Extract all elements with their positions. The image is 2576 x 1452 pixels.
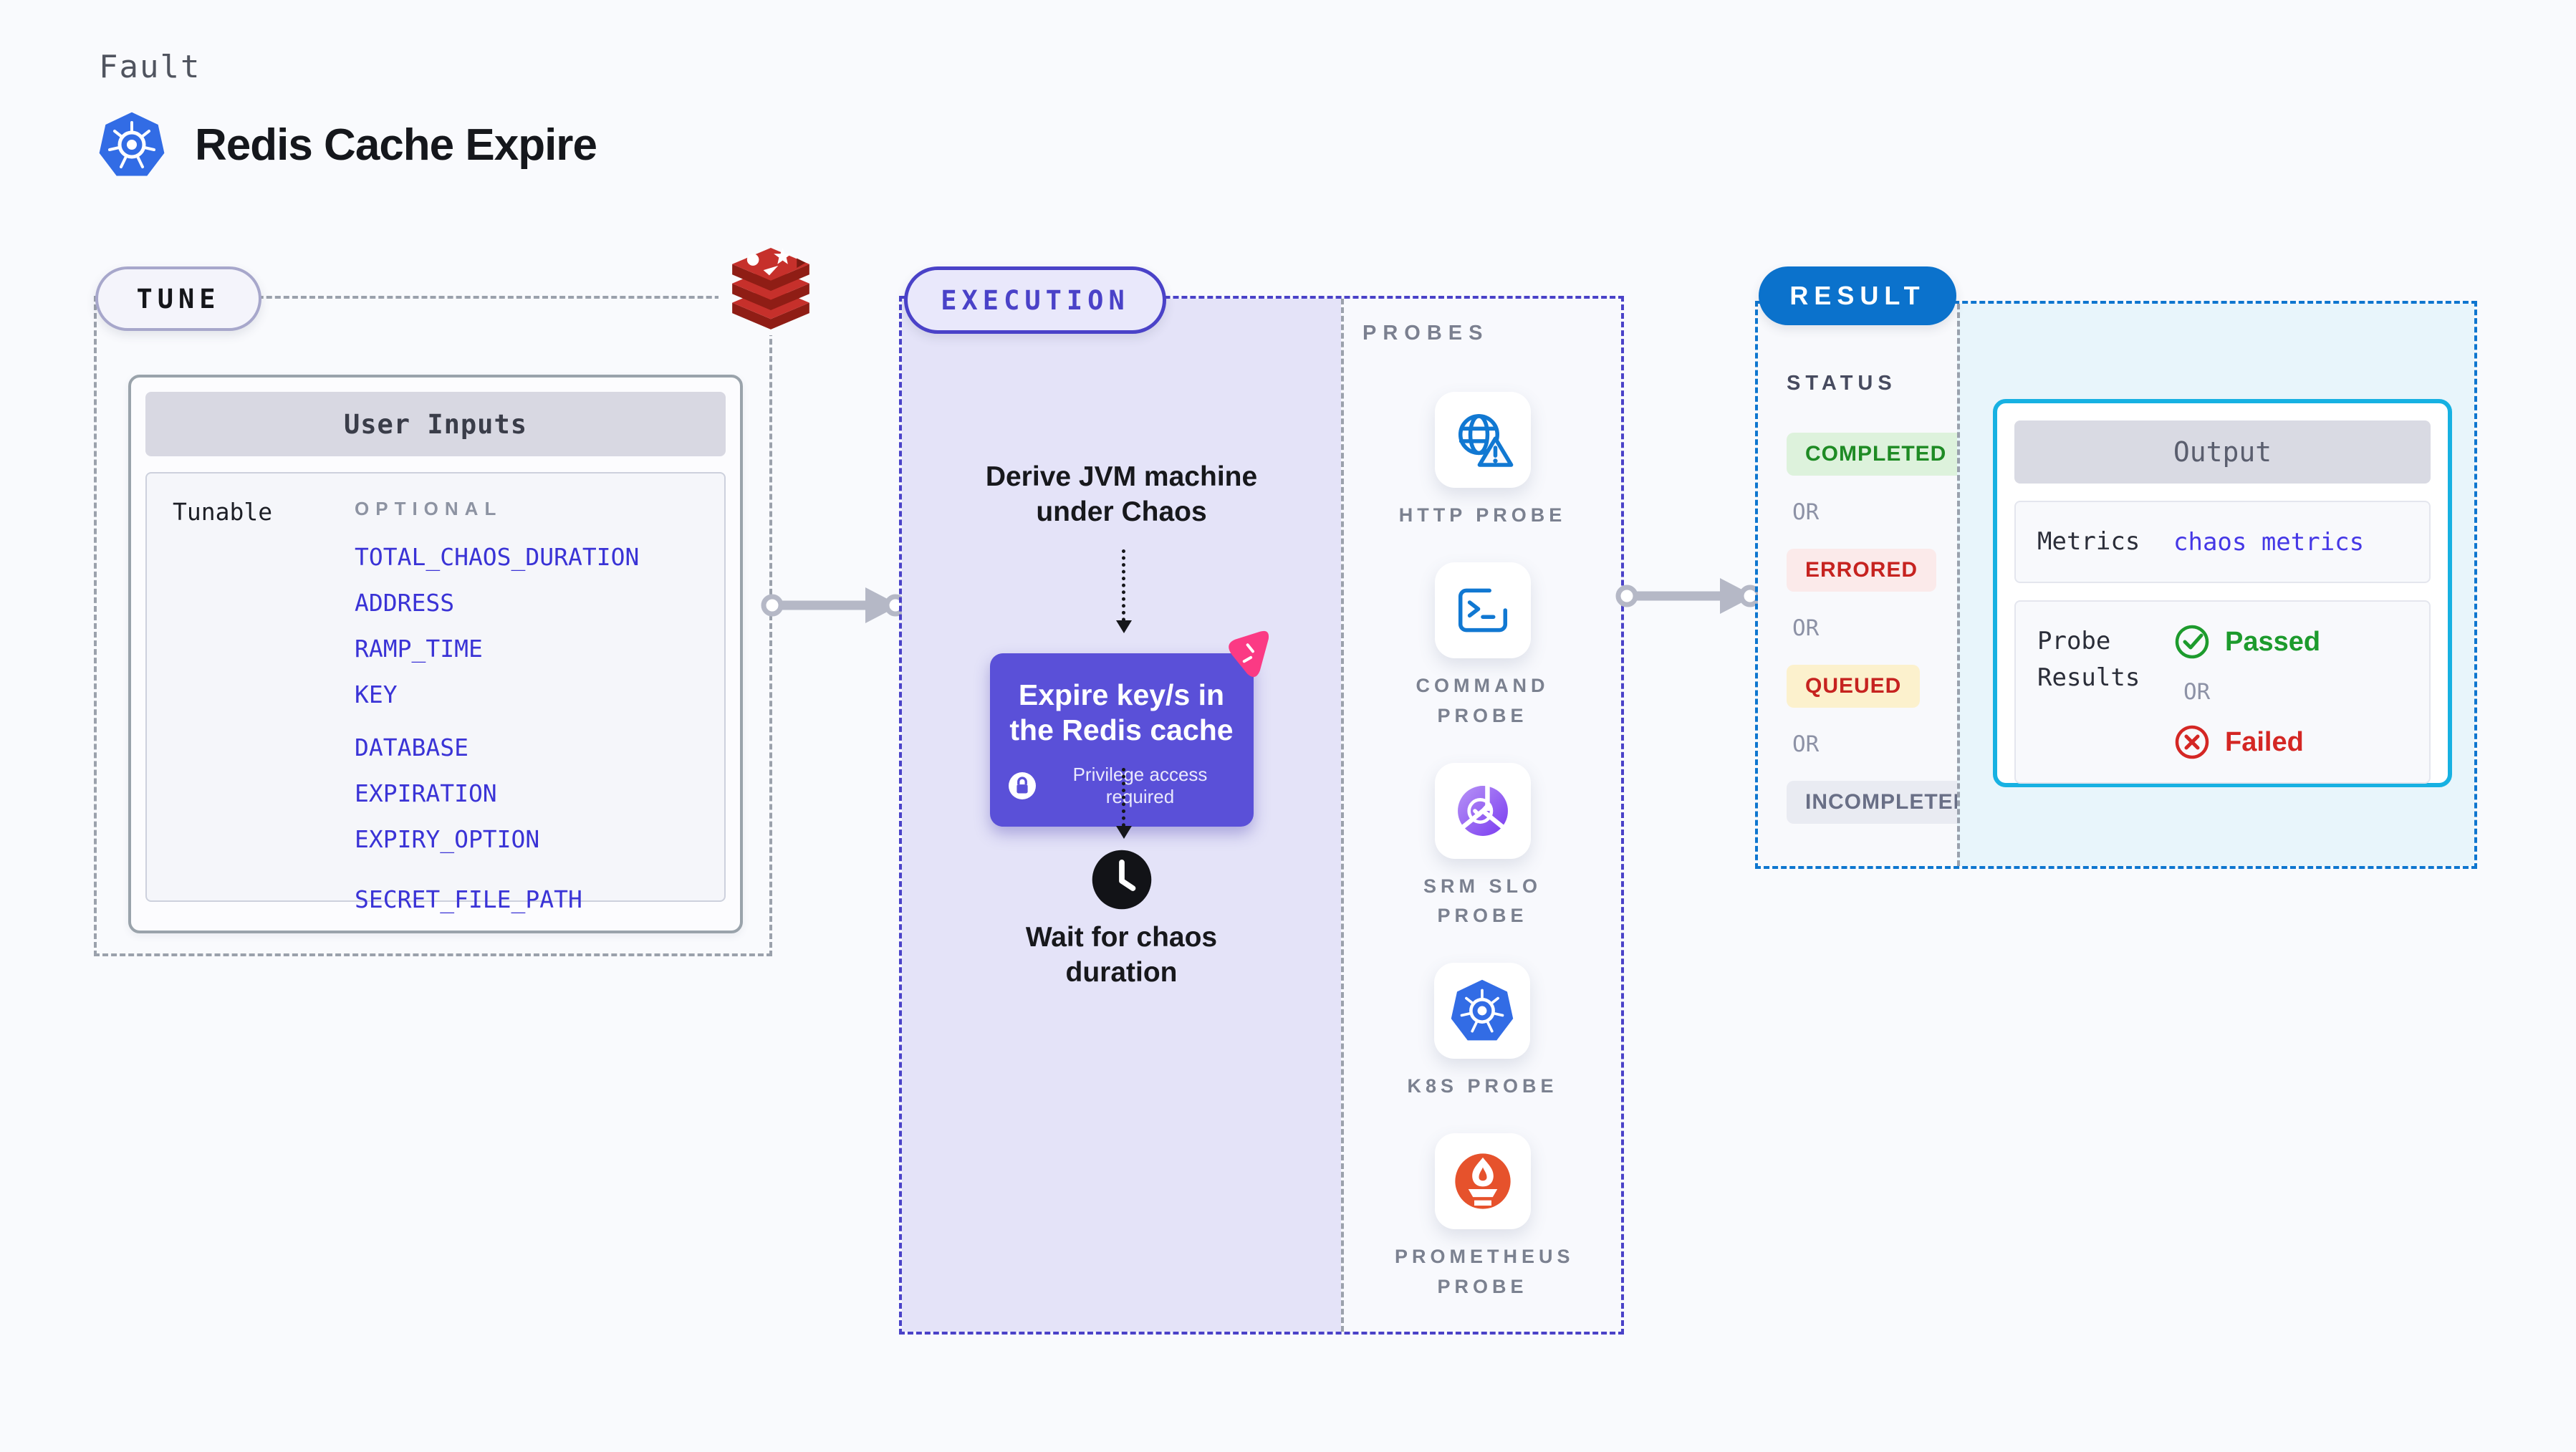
probes-pane: PROBES bbox=[1341, 299, 1621, 1332]
probe-k8s: K8S PROBE bbox=[1407, 963, 1557, 1102]
execution-step-derive: Derive JVM machine under Chaos bbox=[985, 461, 1258, 527]
passed-label: Passed bbox=[2225, 626, 2321, 657]
env-var: KEY bbox=[355, 681, 398, 708]
probe-label: SRM SLO PROBE bbox=[1423, 875, 1542, 927]
probe-card-prometheus[interactable] bbox=[1434, 1133, 1531, 1230]
env-var: EXPIRATION bbox=[355, 779, 497, 807]
check-circle-icon bbox=[2175, 625, 2209, 659]
result-section-badge: RESULT bbox=[1759, 266, 1956, 325]
tune-to-execution-arrow bbox=[761, 587, 907, 623]
failed-label: Failed bbox=[2225, 726, 2304, 757]
probe-results-row: Probe Results Passed OR bbox=[2014, 600, 2431, 784]
status-badge-incompleted: INCOMPLETED bbox=[1787, 781, 1989, 824]
flow-arrow-down bbox=[1115, 768, 1132, 839]
user-inputs-panel: User Inputs Tunable OPTIONAL TOTAL_CHAOS… bbox=[128, 375, 743, 933]
probe-command: COMMAND PROBE bbox=[1395, 562, 1570, 731]
env-var: RAMP_TIME bbox=[355, 635, 483, 663]
probe-card-srm-slo[interactable] bbox=[1434, 762, 1531, 859]
tunable-body: Tunable OPTIONAL TOTAL_CHAOS_DURATION AD… bbox=[145, 472, 726, 913]
probes-list: HTTP PROBE COMMAND PROBE bbox=[1344, 392, 1621, 1302]
probe-http: HTTP PROBE bbox=[1399, 392, 1567, 531]
env-var: SECRET_FILE_PATH bbox=[355, 885, 582, 913]
metrics-label: Metrics bbox=[2037, 527, 2140, 556]
status-label: STATUS bbox=[1787, 372, 1897, 395]
metrics-row: Metrics chaos metrics bbox=[2014, 501, 2431, 583]
x-circle-icon bbox=[2175, 725, 2209, 759]
probe-results-values: Passed OR Failed bbox=[2173, 623, 2320, 761]
prometheus-icon bbox=[1454, 1153, 1511, 1209]
result-section-box: STATUS COMPLETED OR ERRORED OR QUEUED OR… bbox=[1755, 301, 2477, 869]
chaos-action-button[interactable]: Expire key/s in the Redis cache Privileg… bbox=[989, 630, 1269, 827]
execution-flow: Derive JVM machine under Chaos Expire ke… bbox=[902, 299, 1341, 1332]
flow-arrow-down bbox=[1115, 549, 1132, 633]
probe-label: K8S PROBE bbox=[1407, 1075, 1558, 1097]
probe-card-http[interactable] bbox=[1434, 392, 1531, 488]
probe-results-label: Probe Results bbox=[2037, 627, 2140, 692]
env-var: DATABASE bbox=[355, 734, 468, 761]
execution-section-badge: EXECUTION bbox=[904, 266, 1166, 334]
probe-result-failed: Failed bbox=[2173, 723, 2320, 761]
probe-srm-slo: SRM SLO PROBE bbox=[1395, 762, 1570, 932]
or-label: OR bbox=[1792, 731, 1820, 757]
fault-kind-label: Fault bbox=[99, 49, 201, 85]
or-label: OR bbox=[1792, 499, 1820, 525]
status-badge-completed: COMPLETED bbox=[1787, 433, 1966, 476]
optional-inputs-list: OPTIONAL TOTAL_CHAOS_DURATION ADDRESS RA… bbox=[355, 498, 639, 931]
status-badge-queued: QUEUED bbox=[1787, 665, 1921, 708]
probe-card-k8s[interactable] bbox=[1434, 963, 1531, 1059]
page-title: Redis Cache Expire bbox=[195, 120, 597, 170]
execution-section-box: Derive JVM machine under Chaos Expire ke… bbox=[899, 296, 1624, 1335]
env-var: ADDRESS bbox=[355, 589, 455, 617]
probe-card-command[interactable] bbox=[1434, 562, 1531, 658]
redis-icon bbox=[719, 244, 823, 335]
tunable-label: Tunable bbox=[173, 498, 273, 526]
status-list: COMPLETED OR ERRORED OR QUEUED OR INCOMP… bbox=[1787, 433, 1989, 824]
optional-label: OPTIONAL bbox=[355, 498, 503, 519]
chaos-action-title: Expire key/s in the Redis cache bbox=[1009, 678, 1234, 747]
status-column: STATUS COMPLETED OR ERRORED OR QUEUED OR… bbox=[1758, 304, 1989, 866]
output-title: Output bbox=[2014, 420, 2431, 484]
terminal-icon bbox=[1458, 588, 1507, 633]
env-var: EXPIRY_OPTION bbox=[355, 825, 540, 853]
or-label: OR bbox=[1792, 615, 1820, 641]
probe-result-passed: Passed bbox=[2173, 623, 2320, 660]
status-badge-errored: ERRORED bbox=[1787, 549, 1937, 592]
page-header: Redis Cache Expire bbox=[96, 109, 597, 181]
execution-to-result-arrow bbox=[1615, 578, 1762, 614]
litmus-chaos-icon bbox=[1228, 630, 1269, 678]
output-panel: Output Metrics chaos metrics Probe Resul… bbox=[1993, 399, 2452, 787]
tune-section-badge: TUNE bbox=[95, 266, 261, 331]
kubernetes-icon bbox=[1451, 979, 1514, 1041]
privilege-note-text: Privilege access required bbox=[1072, 764, 1208, 808]
probe-label: PROMETHEUS PROBE bbox=[1395, 1246, 1575, 1297]
or-label: OR bbox=[2183, 679, 2211, 705]
clock-icon bbox=[1092, 850, 1151, 910]
probe-prometheus: PROMETHEUS PROBE bbox=[1395, 1133, 1570, 1302]
metrics-value: chaos metrics bbox=[2173, 527, 2365, 557]
env-var: TOTAL_CHAOS_DURATION bbox=[355, 543, 640, 571]
probes-label: PROBES bbox=[1363, 322, 1489, 345]
globe-alert-icon bbox=[1458, 414, 1513, 467]
privilege-note: Privilege access required bbox=[1008, 764, 1235, 808]
slo-check-icon bbox=[1457, 784, 1508, 836]
kubernetes-icon bbox=[97, 110, 167, 178]
execution-step-wait: Wait for chaos duration bbox=[1025, 922, 1218, 988]
user-inputs-title: User Inputs bbox=[145, 392, 726, 456]
probe-label: HTTP PROBE bbox=[1398, 504, 1567, 526]
output-area: Output Metrics chaos metrics Probe Resul… bbox=[1957, 304, 2474, 866]
probe-label: COMMAND PROBE bbox=[1416, 674, 1549, 726]
lock-icon bbox=[1008, 772, 1036, 800]
tune-section-box bbox=[94, 296, 772, 956]
